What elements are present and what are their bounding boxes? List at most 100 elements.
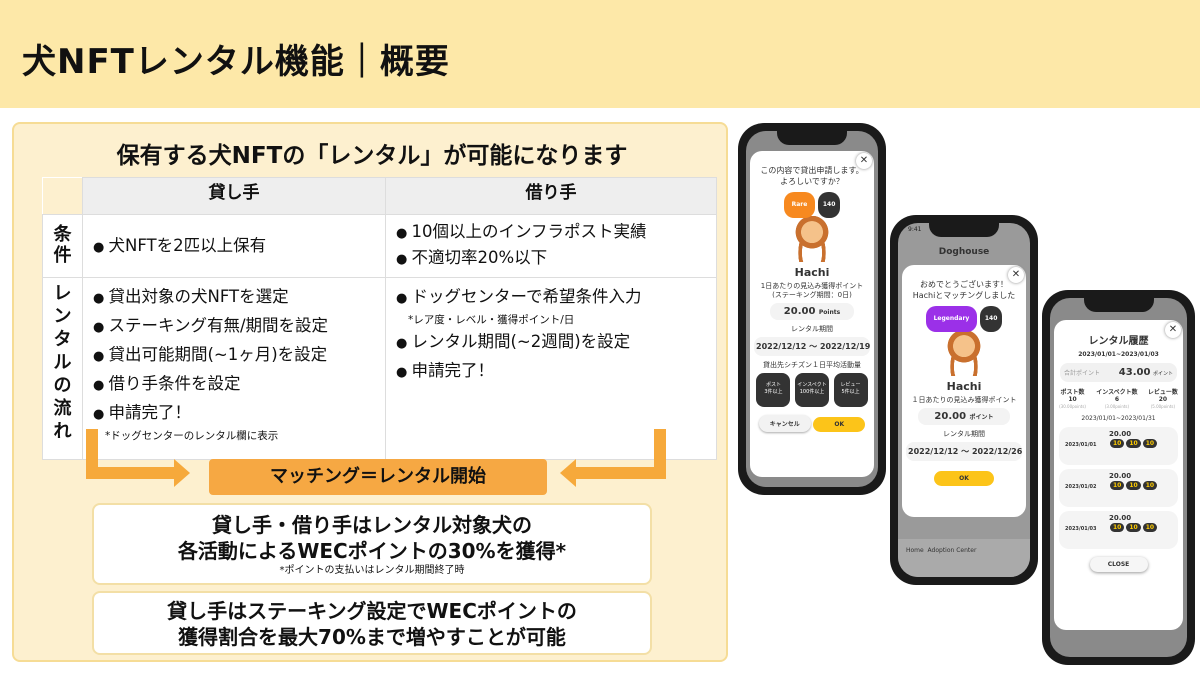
staking-line-2: 獲得割合を最大70%まで増やすことが可能 bbox=[178, 625, 566, 649]
dog-image bbox=[944, 330, 984, 376]
history-modal: ✕ レンタル履歴 2023/01/01~2023/01/03 合計ポイント 43… bbox=[1054, 320, 1183, 630]
list-item: 10個以上のインフラポスト実績 bbox=[396, 220, 706, 246]
right-arrow-horizontal bbox=[576, 467, 666, 479]
nav-home[interactable]: Home bbox=[906, 547, 924, 554]
ok-button[interactable]: OK bbox=[934, 471, 994, 486]
col-lender: 貸し手 bbox=[82, 177, 386, 215]
left-arrow-head bbox=[174, 459, 190, 487]
phone-rental-history: ✕ レンタル履歴 2023/01/01~2023/01/03 合計ポイント 43… bbox=[1042, 290, 1195, 665]
ok-button[interactable]: OK bbox=[813, 417, 866, 432]
dog-name: Hachi bbox=[946, 380, 982, 393]
phone-screen: ✕ この内容で貸出申請します。 よろしいですか？ Rare 140 Hachi … bbox=[746, 131, 878, 487]
lender-note: *ドッグセンターのレンタル欄に表示 bbox=[105, 430, 279, 442]
points-label: １日あたりの見込み獲得ポイント bbox=[911, 396, 1017, 404]
reward-line-2: 各活動によるWECポイントの30%を獲得* bbox=[177, 539, 567, 563]
dog-image bbox=[792, 216, 832, 262]
confirm-modal: ✕ この内容で貸出申請します。 よろしいですか？ Rare 140 Hachi … bbox=[750, 151, 874, 477]
right-arrow-head bbox=[560, 459, 576, 487]
close-icon[interactable]: ✕ bbox=[1165, 322, 1181, 338]
row-label-conditions: 条件 bbox=[42, 214, 83, 278]
col-borrower: 借り手 bbox=[385, 177, 717, 215]
total-value: 43.00 bbox=[1118, 367, 1151, 378]
slide-title: 犬NFTレンタル機能｜概要 bbox=[22, 42, 450, 82]
list-item: 申請完了！ bbox=[396, 357, 706, 386]
history-title: レンタル履歴 bbox=[1088, 336, 1149, 347]
phone-rental-confirm: ✕ この内容で貸出申請します。 よろしいですか？ Rare 140 Hachi … bbox=[738, 123, 886, 495]
close-icon[interactable]: ✕ bbox=[856, 153, 872, 169]
matched-text: Hachiとマッチングしました bbox=[912, 291, 1016, 300]
dog-name: Hachi bbox=[794, 266, 830, 279]
borrower-conditions: 10個以上のインフラポスト実績不適切率20%以下 bbox=[385, 214, 717, 278]
total-points-row: 合計ポイント 43.00 ポイント bbox=[1060, 363, 1177, 382]
phone-notch bbox=[777, 131, 847, 145]
matching-modal: ✕ おめでとうございます！ Hachiとマッチングしました Legendary … bbox=[902, 265, 1026, 517]
list-item: ステーキング有無/期間を設定 bbox=[93, 312, 375, 341]
period-value: 2022/12/12 ～ 2022/12/26 bbox=[906, 442, 1022, 461]
close-button[interactable]: CLOSE bbox=[1089, 557, 1148, 572]
list-item: 借り手条件を設定 bbox=[93, 370, 375, 399]
matching-banner: マッチング＝レンタル開始 bbox=[209, 459, 547, 495]
staking-line-1: 貸し手はステーキング設定でWECポイントの bbox=[167, 599, 577, 623]
phone-screen: ✕ レンタル履歴 2023/01/01~2023/01/03 合計ポイント 43… bbox=[1050, 298, 1187, 657]
left-arrow-horizontal bbox=[86, 467, 176, 479]
lender-flow: 貸出対象の犬NFTを選定 ステーキング有無/期間を設定 貸出可能期間(~1ヶ月)… bbox=[82, 277, 386, 460]
points-unit: ポイント bbox=[969, 414, 994, 421]
list-item: ドッグセンターで希望条件入力 bbox=[396, 283, 706, 312]
header-band: 犬NFTレンタル機能｜概要 bbox=[0, 0, 1200, 108]
period-label: レンタル期間 bbox=[943, 430, 985, 438]
list-item: 貸出可能期間(~1ヶ月)を設定 bbox=[93, 341, 375, 370]
staking-label: (ステーキング期間：0日) bbox=[772, 291, 852, 299]
activity-label: 貸出先シチズン１日平均活動量 bbox=[763, 361, 861, 369]
confirm-text-2: よろしいですか？ bbox=[780, 177, 844, 186]
congrats-text: おめでとうございます！ bbox=[920, 280, 1008, 289]
borrower-flow: ドッグセンターで希望条件入力 *レア度・レベル・獲得ポイント/日 レンタル期間(… bbox=[385, 277, 717, 460]
period-value: 2022/12/12 ～ 2022/12/19 bbox=[754, 337, 870, 356]
close-icon[interactable]: ✕ bbox=[1008, 267, 1024, 283]
phone-notch bbox=[1083, 298, 1154, 312]
total-label: 合計ポイント bbox=[1064, 370, 1101, 377]
status-time: 9:41 bbox=[908, 226, 922, 233]
rarity-badge: Rare bbox=[783, 192, 816, 218]
nav-adoption-center[interactable]: Adoption Center bbox=[927, 547, 977, 554]
row-label-flow: レンタルの流れ bbox=[42, 277, 83, 460]
panel-title: 保有する犬NFTの「レンタル」が可能になります bbox=[116, 143, 628, 169]
history-month: 2023/01/01~2023/01/31 bbox=[1081, 415, 1156, 422]
total-unit: ポイント bbox=[1152, 371, 1173, 377]
list-item: 不適切率20%以下 bbox=[396, 246, 706, 272]
staking-box: 貸し手はステーキング設定でWECポイントの 獲得割合を最大70%まで増やすことが… bbox=[92, 591, 652, 655]
bottom-nav: Home Adoption Center bbox=[898, 539, 1030, 577]
cancel-button[interactable]: キャンセル bbox=[758, 415, 811, 432]
phone-notch bbox=[929, 223, 999, 237]
history-range: 2023/01/01~2023/01/03 bbox=[1078, 351, 1159, 358]
lender-conditions: 犬NFTを2匹以上保有 bbox=[82, 214, 386, 278]
level-badge: 140 bbox=[979, 306, 1003, 332]
level-badge: 140 bbox=[817, 192, 841, 218]
list-item: 犬NFTを2匹以上保有 bbox=[93, 232, 375, 261]
list-item: レンタル期間(~2週間)を設定 bbox=[396, 328, 706, 357]
reward-line-1: 貸し手・借り手はレンタル対象犬の bbox=[212, 513, 532, 537]
rarity-badge: Legendary bbox=[925, 306, 978, 332]
points-value: 20.00 bbox=[934, 411, 967, 422]
list-item: 貸出対象の犬NFTを選定 bbox=[93, 283, 375, 312]
phone-screen: 9:41 Doghouse ✕ おめでとうございます！ Hachiとマッチングし… bbox=[898, 223, 1030, 577]
list-item: 申請完了！ bbox=[93, 399, 375, 428]
right-arrow-vertical bbox=[654, 429, 666, 479]
points-unit: Points bbox=[818, 309, 841, 316]
reward-box: 貸し手・借り手はレンタル対象犬の 各活動によるWECポイントの30%を獲得* *… bbox=[92, 503, 652, 585]
phone-matching: 9:41 Doghouse ✕ おめでとうございます！ Hachiとマッチングし… bbox=[890, 215, 1038, 585]
screen-title: Doghouse bbox=[938, 247, 990, 257]
confirm-text: この内容で貸出申請します。 bbox=[760, 166, 864, 175]
left-arrow-vertical bbox=[86, 429, 98, 479]
points-label: 1日あたりの見込み獲得ポイント bbox=[760, 282, 864, 290]
